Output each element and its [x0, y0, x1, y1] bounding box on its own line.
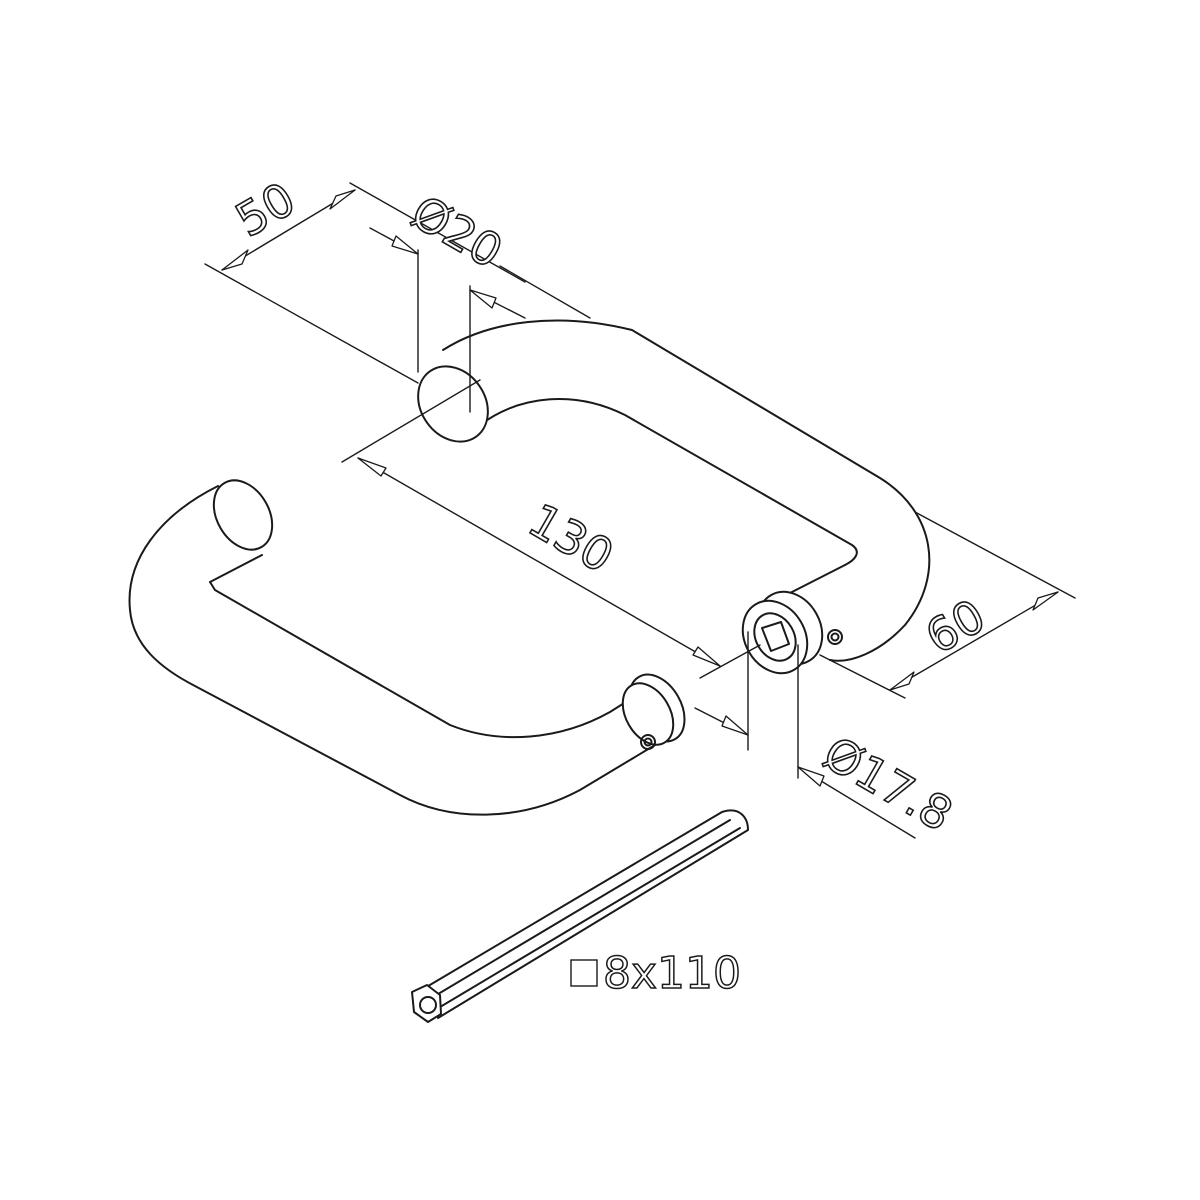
dim-spindle: 8x110	[570, 947, 742, 1000]
dim-130: 130	[341, 379, 761, 679]
dim-50: 50	[204, 171, 526, 384]
dim-label-50: 50	[227, 171, 305, 247]
dim-60: 60	[819, 511, 1076, 699]
dim-label-130: 130	[520, 493, 623, 584]
dim-label-spindle: 8x110	[603, 948, 741, 999]
dim-diameter-20: Ø20	[369, 184, 591, 413]
spindle	[411, 809, 749, 1023]
lower-handle	[128, 479, 686, 816]
square-symbol-icon	[570, 959, 598, 987]
dim-label-diameter-17-8: Ø17.8	[815, 726, 962, 842]
upper-handle	[417, 319, 931, 675]
dim-label-60: 60	[917, 588, 995, 664]
